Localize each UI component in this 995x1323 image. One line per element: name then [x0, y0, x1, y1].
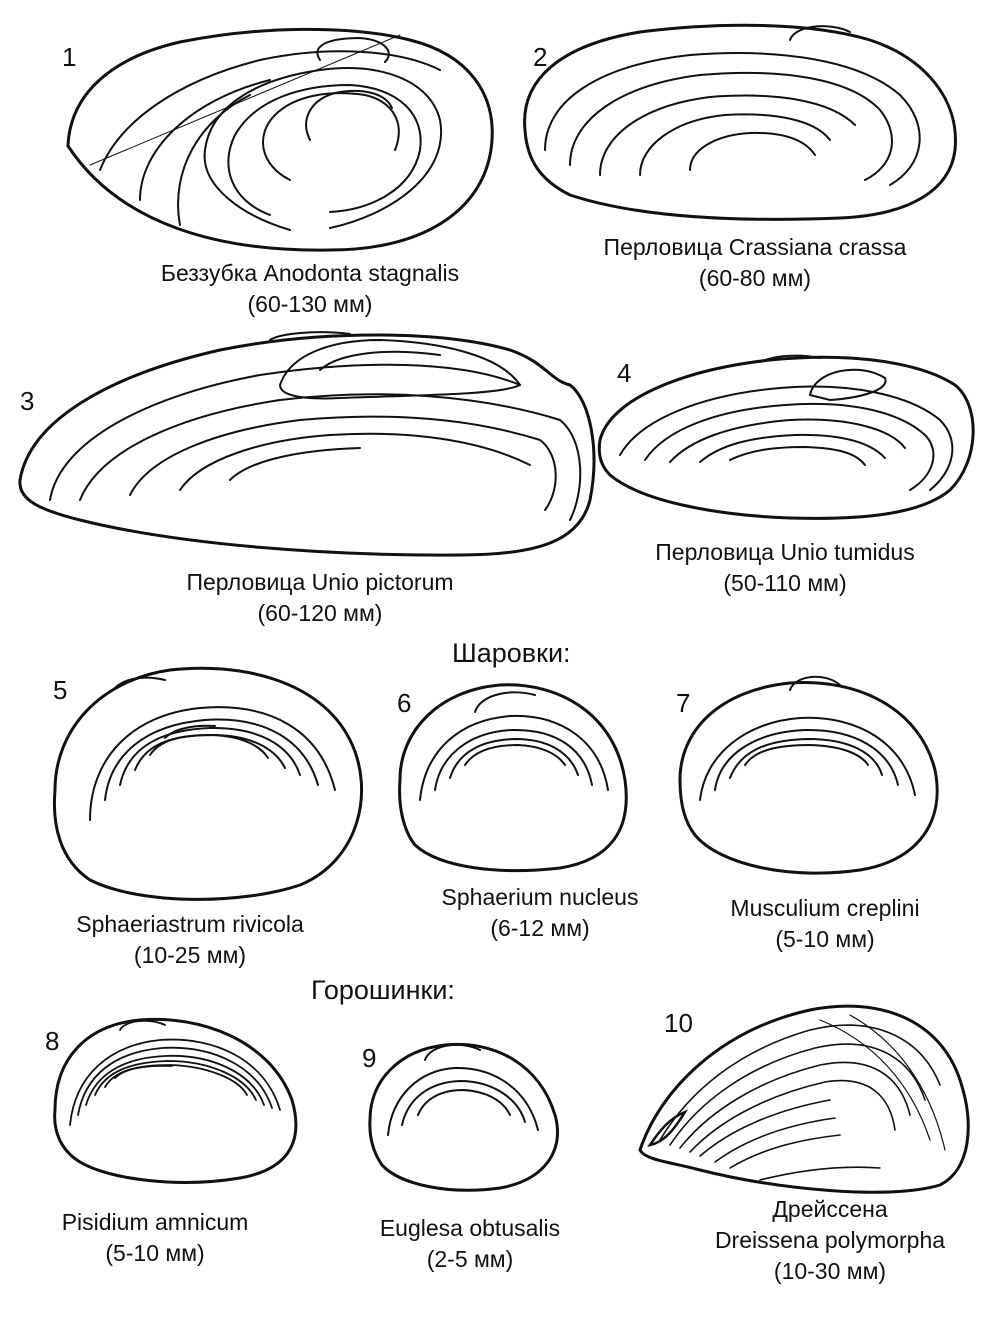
shell-2-drawing: [523, 23, 957, 221]
shell-10-drawing: [638, 1004, 970, 1194]
species-name: Euglesa obtusalis: [379, 1215, 561, 1241]
shell-caption-5: Sphaeriastrum rivicola (10-25 мм): [40, 909, 340, 971]
shell-6-drawing: [398, 683, 628, 873]
species-name: Перловица Unio pictorum: [186, 569, 454, 595]
size-range: (5-10 мм): [775, 926, 875, 953]
species-name: Перловица Crassiana crassa: [603, 234, 907, 260]
shell-caption-10: Дрейссена Dreissena polymorpha (10-30 мм…: [680, 1194, 980, 1287]
shell-number: 9: [362, 1043, 377, 1073]
size-range: (10-30 мм): [773, 1258, 887, 1285]
shell-caption-3: Перловица Unio pictorum (60-120 мм): [150, 567, 490, 629]
shell-caption-9: Euglesa obtusalis (2-5 мм): [355, 1213, 585, 1275]
size-range: (10-25 мм): [133, 942, 247, 969]
shell-caption-1: Беззубка Anodonta stagnalis (60-130 мм): [130, 258, 490, 320]
species-name: Sphaeriastrum rivicola: [76, 911, 304, 937]
shell-number: 7: [676, 688, 691, 718]
species-name: Беззубка Anodonta stagnalis: [160, 260, 460, 286]
size-range: (60-120 мм): [257, 600, 383, 627]
species-name: Pisidium amnicum: [61, 1209, 249, 1235]
species-name-latin: Dreissena polymorpha: [714, 1227, 946, 1254]
size-range: (6-12 мм): [490, 915, 590, 942]
shell-number: 3: [20, 386, 35, 416]
group-label-goroshinki: Горошинки:: [311, 975, 455, 1005]
shell-number: 10: [664, 1008, 693, 1038]
size-range: (5-10 мм): [105, 1240, 205, 1267]
shell-number: 8: [45, 1026, 60, 1056]
shell-caption-6: Sphaerium nucleus (6-12 мм): [405, 882, 675, 944]
shell-number: 5: [53, 675, 68, 705]
shell-7-drawing: [678, 675, 939, 875]
size-range: (60-80 мм): [698, 265, 812, 292]
shell-1-drawing: [66, 27, 494, 252]
shell-number: 4: [617, 358, 632, 388]
shell-caption-8: Pisidium amnicum (5-10 мм): [30, 1207, 280, 1269]
species-name-common: Дрейссена: [772, 1196, 888, 1222]
size-range: (60-130 мм): [247, 291, 373, 318]
shell-8-drawing: [53, 1017, 298, 1184]
size-range: (50-110 мм): [723, 570, 847, 597]
shell-caption-2: Перловица Crassiana crassa (60-80 мм): [570, 232, 940, 294]
shell-number: 1: [62, 42, 77, 72]
shell-3-drawing: [18, 331, 596, 557]
size-range: (2-5 мм): [426, 1246, 514, 1273]
shell-caption-7: Musculium creplini (5-10 мм): [690, 893, 960, 955]
shell-number: 2: [533, 42, 548, 72]
species-name: Musculium creplini: [730, 895, 920, 921]
shell-number: 6: [397, 688, 412, 718]
species-name: Перловица Unio tumidus: [655, 539, 915, 565]
group-label-sharovki: Шаровки:: [452, 638, 571, 668]
shell-caption-4: Перловица Unio tumidus (50-110 мм): [620, 537, 950, 599]
shell-9-drawing: [368, 1042, 560, 1192]
shell-4-drawing: [597, 354, 975, 520]
species-name: Sphaerium nucleus: [441, 884, 639, 910]
shell-5-drawing: [52, 666, 364, 901]
